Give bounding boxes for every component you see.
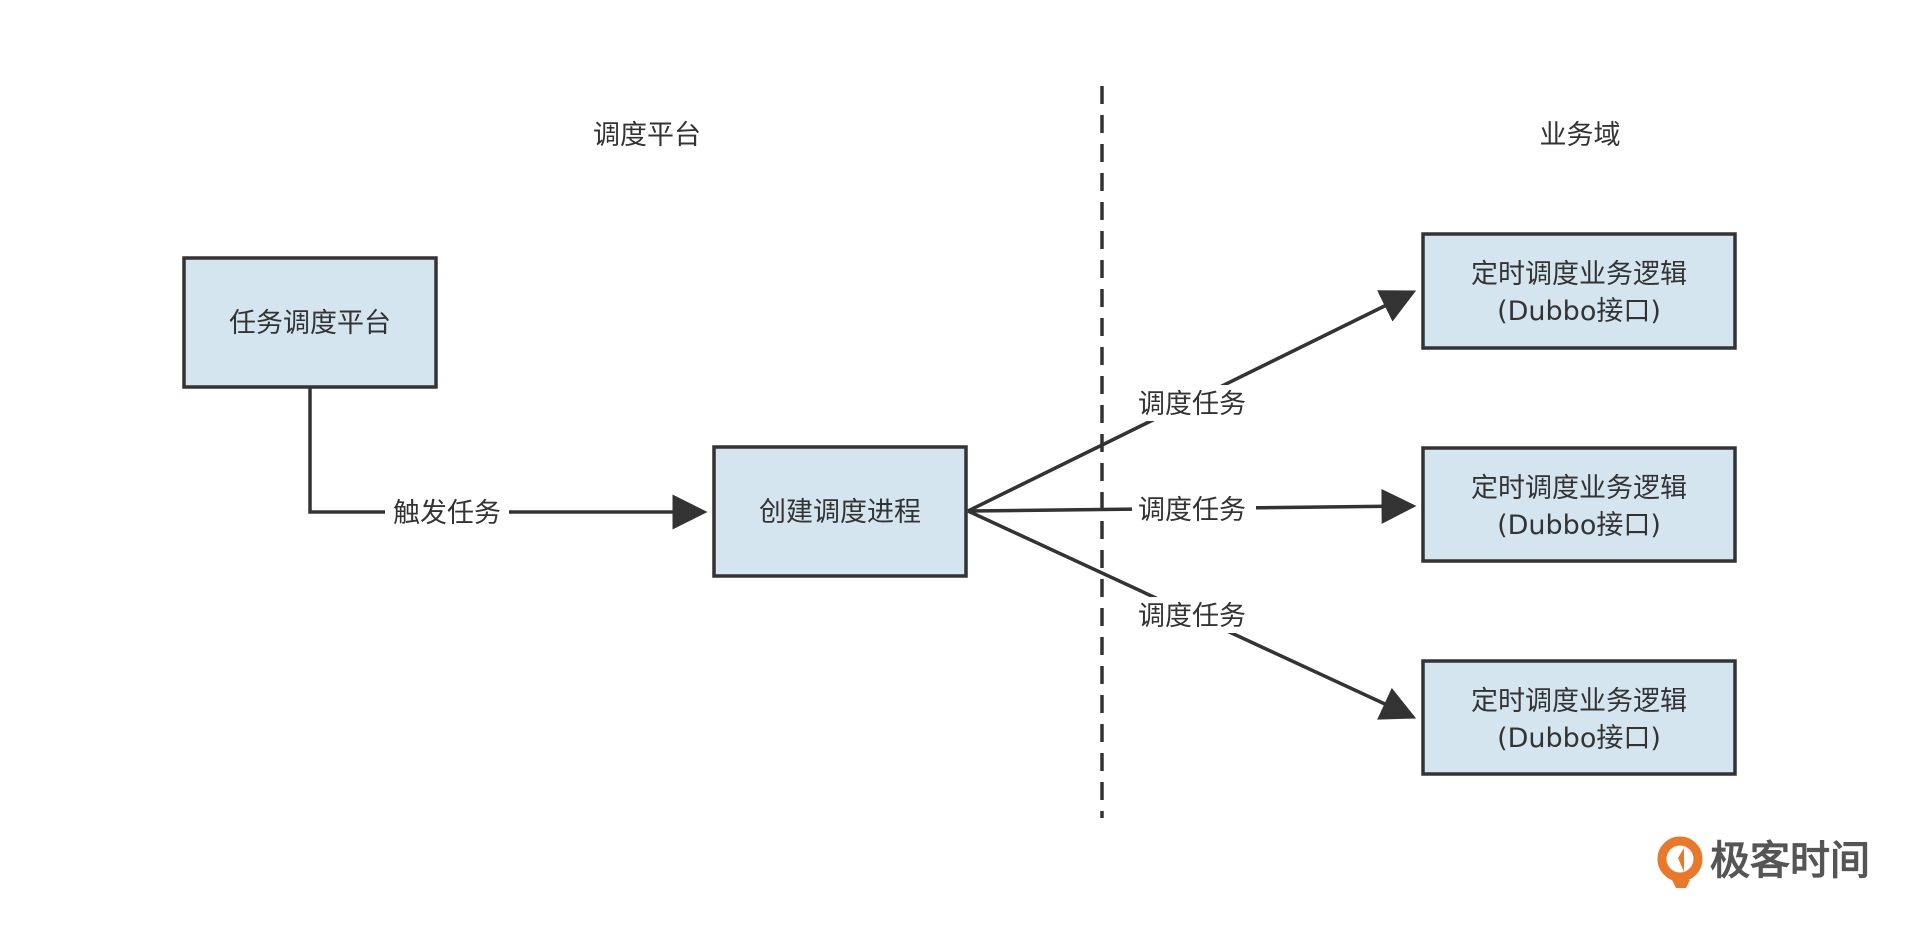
geektime-logo-icon [1657,836,1703,888]
node-business-logic-1[interactable]: 定时调度业务逻辑 (Dubbo接口) [1421,232,1737,350]
node-label-create-scheduling-process: 创建调度进程 [759,497,921,528]
edge-label-dispatch-1: 调度任务 [1138,389,1246,420]
edge-dispatch-3: 调度任务 [967,509,1417,720]
edge-label-dispatch-2: 调度任务 [1138,495,1246,526]
node-business-logic-2[interactable]: 定时调度业务逻辑 (Dubbo接口) [1421,446,1737,563]
node-sublabel-business-logic-2: (Dubbo接口) [1497,510,1661,541]
node-label-task-scheduling-platform: 任务调度平台 [229,308,391,339]
node-label-business-logic-2: 定时调度业务逻辑 [1471,473,1687,504]
node-label-business-logic-1: 定时调度业务逻辑 [1471,259,1687,290]
edge-trigger-task: 触发任务 [308,387,708,530]
section-title-scheduling-platform: 调度平台 [593,120,701,151]
node-sublabel-business-logic-1: (Dubbo接口) [1497,296,1661,327]
node-label-business-logic-3: 定时调度业务逻辑 [1471,686,1687,717]
node-sublabel-business-logic-3: (Dubbo接口) [1497,723,1661,754]
node-create-scheduling-process[interactable]: 创建调度进程 [712,445,968,578]
node-task-scheduling-platform[interactable]: 任务调度平台 [182,256,438,389]
edge-dispatch-2: 调度任务 [967,488,1417,527]
node-business-logic-3[interactable]: 定时调度业务逻辑 (Dubbo接口) [1421,659,1737,776]
edge-label-dispatch-3: 调度任务 [1138,601,1246,632]
edge-label-trigger-task: 触发任务 [393,498,501,529]
geektime-logo-text: 极客时间 [1710,838,1870,884]
section-title-business-domain: 业务域 [1540,120,1621,151]
edge-dispatch-1: 调度任务 [967,290,1417,513]
geektime-logo: 极客时间 [1657,836,1870,888]
